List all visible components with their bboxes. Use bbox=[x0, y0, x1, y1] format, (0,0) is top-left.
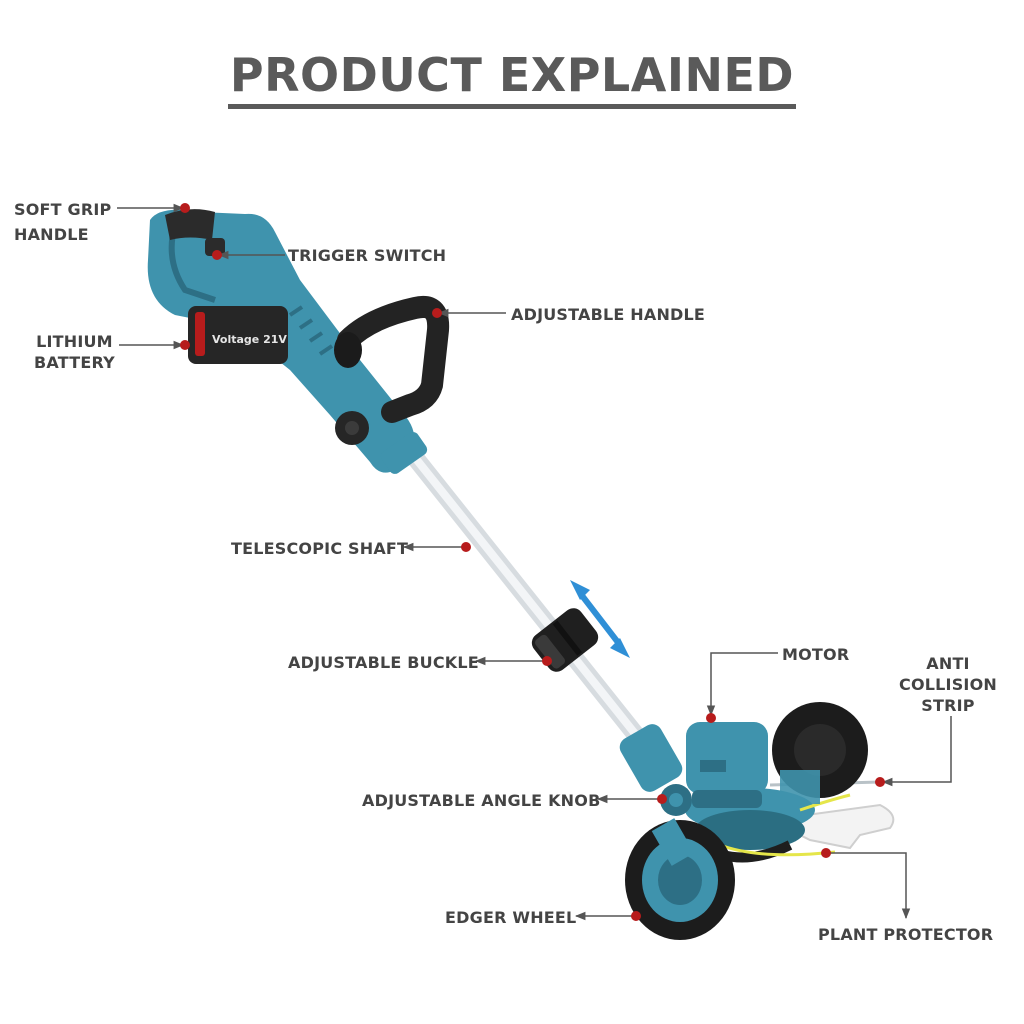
rear-wheel bbox=[772, 702, 868, 804]
callout-lines bbox=[117, 203, 952, 921]
motor bbox=[686, 722, 768, 808]
label-lithium-line1: LITHIUM bbox=[36, 332, 113, 351]
label-motor: MOTOR bbox=[782, 645, 850, 664]
label-edger-wheel: EDGER WHEEL bbox=[445, 908, 577, 927]
callout-dots bbox=[180, 203, 885, 921]
label-anti-collision-strip: ANTI COLLISION STRIP bbox=[898, 653, 998, 716]
adjustable-buckle bbox=[531, 608, 599, 672]
adjust-direction-arrow bbox=[570, 580, 630, 658]
page-title-text: PRODUCT EXPLAINED bbox=[227, 48, 797, 109]
label-adjustable-handle: ADJUSTABLE HANDLE bbox=[511, 305, 706, 324]
label-lithium-battery: LITHIUM BATTERY bbox=[34, 331, 115, 373]
label-anti-line3: STRIP bbox=[921, 696, 975, 715]
label-lithium-line2: BATTERY bbox=[34, 353, 115, 372]
trimmer-illustration: Voltage 21V bbox=[147, 209, 895, 940]
soft-grip-handle bbox=[165, 209, 215, 240]
label-soft-grip-line2: HANDLE bbox=[14, 225, 89, 244]
shaft-collar bbox=[380, 432, 428, 474]
edger-wheel bbox=[625, 818, 735, 940]
page-title: PRODUCT EXPLAINED bbox=[0, 48, 1024, 109]
battery-text: Voltage 21V bbox=[212, 333, 287, 346]
label-anti-line2: COLLISION bbox=[899, 675, 997, 694]
label-anti-line1: ANTI bbox=[926, 654, 970, 673]
label-soft-grip-line1: SOFT GRIP bbox=[14, 200, 112, 219]
label-plant-protector: PLANT PROTECTOR bbox=[818, 925, 994, 944]
label-adjustable-angle-knob: ADJUSTABLE ANGLE KNOB bbox=[362, 791, 601, 810]
label-trigger-switch: TRIGGER SWITCH bbox=[288, 246, 447, 265]
plant-protector-guard bbox=[766, 803, 895, 850]
lithium-battery: Voltage 21V bbox=[188, 306, 288, 364]
label-telescopic-shaft: TELESCOPIC SHAFT bbox=[231, 539, 409, 558]
label-soft-grip-handle: SOFT GRIP HANDLE bbox=[14, 199, 111, 245]
label-adjustable-buckle: ADJUSTABLE BUCKLE bbox=[288, 653, 479, 672]
